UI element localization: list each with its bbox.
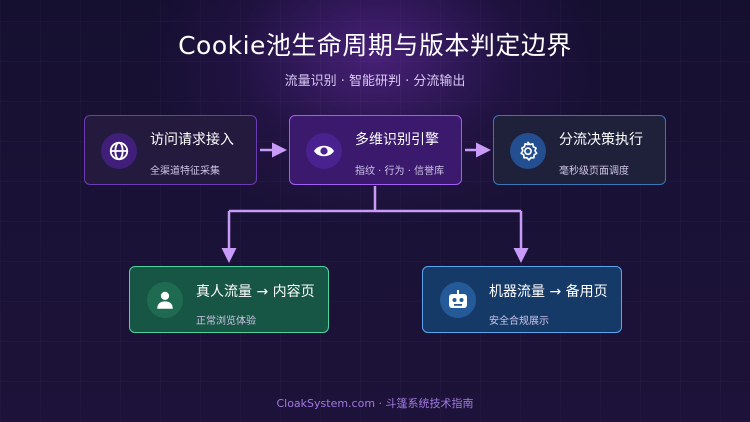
node-bot-traffic: 机器流量 → 备用页 安全合规展示 [422, 266, 622, 333]
branch-connector [229, 186, 521, 213]
node-access-title: 访问请求接入 [150, 132, 234, 148]
user-icon [147, 282, 183, 318]
eye-icon [306, 133, 342, 169]
node-bot-subtitle: 安全合规展示 [489, 316, 549, 327]
node-human-traffic: 真人流量 → 内容页 正常浏览体验 [129, 266, 329, 333]
node-access-subtitle: 全渠道特征采集 [150, 166, 220, 177]
node-access-request: 访问请求接入 全渠道特征采集 [84, 115, 257, 185]
footer-text: CloakSystem.com · 斗篷系统技术指南 [276, 397, 474, 410]
node-engine-subtitle: 指纹 · 行为 · 信誉库 [355, 166, 445, 177]
node-recognition-engine: 多维识别引擎 指纹 · 行为 · 信誉库 [289, 115, 462, 185]
node-engine-title: 多维识别引擎 [355, 132, 439, 148]
node-decide-subtitle: 毫秒级页面调度 [559, 166, 629, 177]
node-human-title: 真人流量 → 内容页 [196, 284, 315, 300]
robot-icon [440, 282, 476, 318]
page-title: Cookie池生命周期与版本判定边界 [178, 31, 572, 60]
globe-icon [101, 133, 137, 169]
gear-icon [510, 133, 546, 169]
node-routing-decision: 分流决策执行 毫秒级页面调度 [493, 115, 666, 185]
node-decide-title: 分流决策执行 [559, 132, 643, 148]
page-subtitle: 流量识别 · 智能研判 · 分流输出 [284, 74, 466, 89]
node-bot-title: 机器流量 → 备用页 [489, 284, 608, 300]
node-human-subtitle: 正常浏览体验 [196, 316, 256, 327]
